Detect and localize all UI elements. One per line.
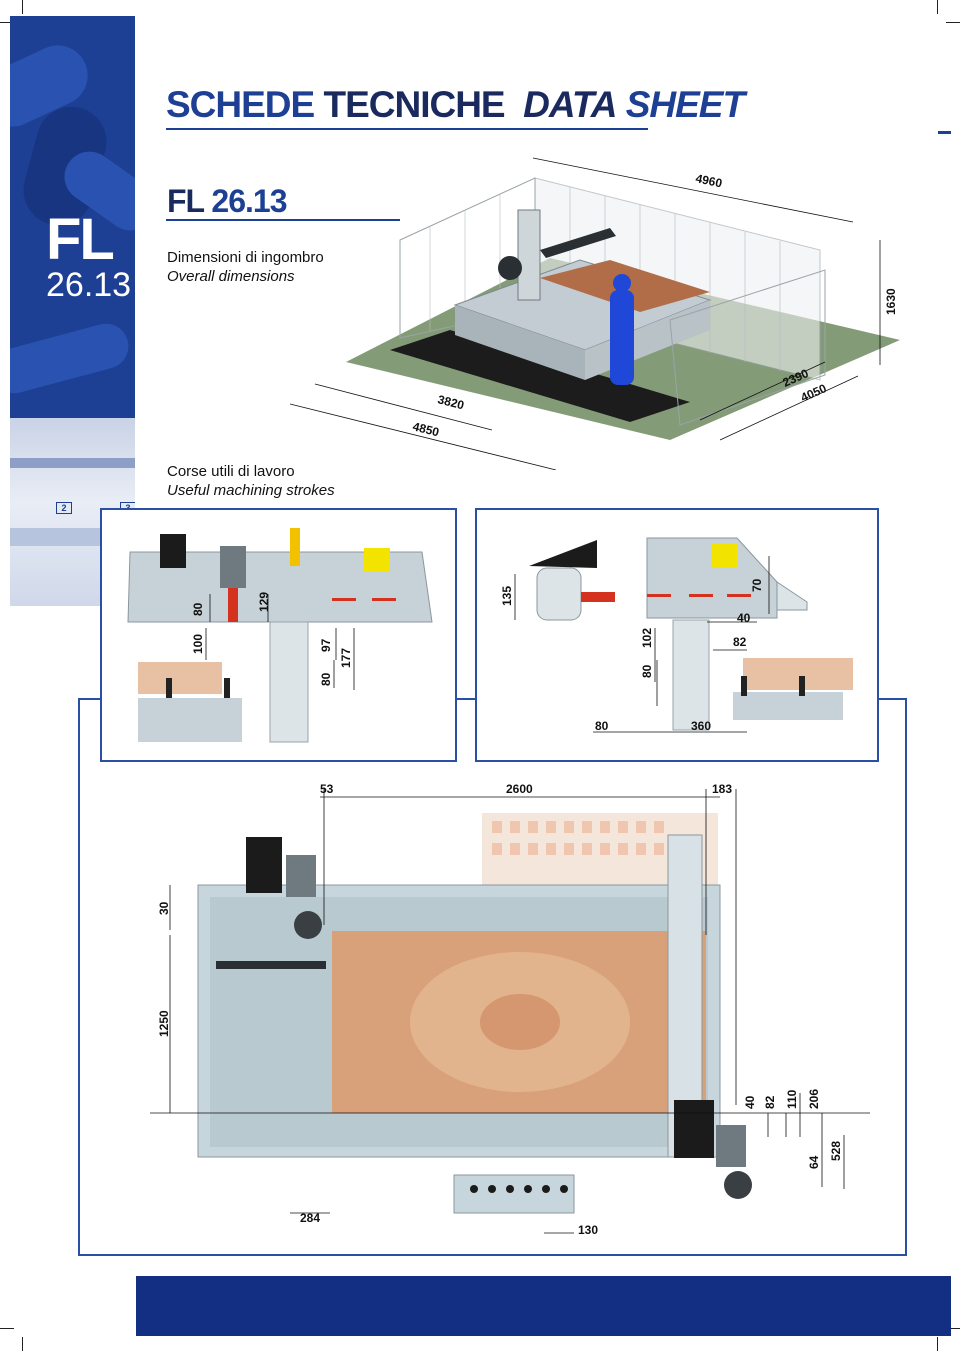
stop-bar <box>216 961 326 969</box>
title-en-1: DATA <box>523 84 617 125</box>
dim-overall-width: 4960 <box>694 171 723 190</box>
crop-mark <box>946 1328 960 1329</box>
overall-caption: Dimensioni di ingombro Overall dimension… <box>167 248 324 286</box>
model-code: FL 26.13 <box>167 183 287 220</box>
workpiece <box>138 662 222 694</box>
photo-tag: 2 <box>56 502 72 514</box>
head-unit <box>716 1125 746 1167</box>
plan-dim-top-2: 2600 <box>506 782 533 796</box>
motor-block <box>160 534 186 568</box>
right-dim-7: 80 <box>595 719 609 733</box>
plan-dim-right-3: 110 <box>785 1089 799 1109</box>
spindle-head <box>220 546 246 588</box>
workpiece <box>743 658 853 690</box>
left-dim-5: 177 <box>339 648 353 668</box>
dim-depth-outer: 4050 <box>799 381 829 405</box>
horizontal-cutter <box>581 592 615 602</box>
plan-dim-left-2: 1250 <box>157 1010 171 1037</box>
yellow-unit <box>711 544 737 568</box>
left-dim-6: 80 <box>319 672 333 686</box>
footer-bar <box>136 1276 951 1336</box>
tool-changer <box>453 1174 575 1214</box>
plan-dim-left-1: 30 <box>157 901 171 915</box>
yellow-unit <box>364 548 390 572</box>
right-dim-4: 82 <box>733 635 747 649</box>
crop-mark <box>22 0 23 14</box>
margin-tick <box>938 131 951 134</box>
right-dim-1: 135 <box>500 586 514 606</box>
title-it-1: SCHEDE <box>166 84 315 125</box>
left-detail-frame: 80 129 100 97 177 80 <box>100 508 457 762</box>
gantry-column <box>517 209 541 301</box>
plan-dim-top-3: 183 <box>712 782 732 796</box>
right-dim-5: 102 <box>640 628 654 648</box>
dim-length-outer: 4850 <box>411 419 441 439</box>
right-dim-8: 360 <box>691 719 711 733</box>
title-en-2: SHEET <box>625 84 745 125</box>
right-dim-2: 70 <box>750 578 764 592</box>
strokes-caption: Corse utili di lavoro Useful machining s… <box>167 462 335 500</box>
dim-length-inner: 3820 <box>436 392 466 412</box>
side-code-letters: FL <box>46 207 115 272</box>
title-underline <box>166 128 648 130</box>
crop-mark <box>937 0 938 14</box>
column-profile <box>269 621 309 743</box>
overall-label-en: Overall dimensions <box>167 268 295 285</box>
right-dim-3: 40 <box>737 611 751 625</box>
head-motor <box>246 837 282 893</box>
aggregate-head <box>536 567 582 621</box>
table-section <box>733 692 843 720</box>
crop-mark <box>937 1337 938 1351</box>
page-title: SCHEDE TECNICHE DATA SHEET <box>166 84 745 126</box>
plan-dim-right-2: 82 <box>763 1095 777 1109</box>
fence-front <box>669 269 826 426</box>
plan-dim-bottom-1: 284 <box>300 1211 320 1225</box>
machine-side <box>455 305 585 380</box>
plan-dim-right-4: 206 <box>807 1089 821 1109</box>
left-dim-2: 129 <box>257 592 271 612</box>
operator-figure <box>610 290 634 385</box>
plan-dim-bottom-2: 130 <box>578 1223 598 1237</box>
floor-mat <box>390 330 690 422</box>
left-dim-1: 80 <box>191 602 205 616</box>
dim-overall-height: 1630 <box>884 288 898 315</box>
carriage-body <box>127 551 433 623</box>
crop-mark <box>0 22 14 23</box>
right-detail-frame: 135 70 40 82 102 80 80 360 <box>475 508 879 762</box>
title-it-2: TECNICHE <box>323 84 505 125</box>
head-unit <box>286 855 316 897</box>
plan-view-drawing: 53 2600 183 30 1250 40 82 110 206 64 528… <box>150 782 870 1237</box>
crop-mark <box>946 22 960 23</box>
crop-mark <box>22 1337 23 1351</box>
model-letters: FL <box>167 183 205 219</box>
left-dim-3: 100 <box>191 634 205 654</box>
spindle <box>724 1171 752 1199</box>
plan-dim-top-1: 53 <box>320 782 334 796</box>
head-motor <box>674 1100 714 1158</box>
model-number: 26.13 <box>211 183 287 219</box>
hood-black <box>529 540 597 568</box>
strokes-label-en: Useful machining strokes <box>167 482 335 499</box>
cutter-tool <box>228 588 238 622</box>
right-dim-6: 80 <box>640 664 654 678</box>
spindle-motor <box>498 256 522 280</box>
column-profile <box>672 619 710 731</box>
operator-head <box>613 274 631 292</box>
plan-dim-right-6: 528 <box>829 1141 843 1161</box>
overall-label-it: Dimensioni di ingombro <box>167 249 324 266</box>
right-detail-drawing: 135 70 40 82 102 80 80 360 <box>500 537 853 733</box>
model-underline <box>166 219 400 221</box>
side-code-number: 26.13 <box>46 266 132 304</box>
overall-3d-drawing: 4960 1630 2390 4050 3820 4850 <box>289 157 900 470</box>
strokes-label-it: Corse utili di lavoro <box>167 463 295 480</box>
gantry-beam <box>540 228 616 258</box>
plan-dim-right-1: 40 <box>743 1095 757 1109</box>
crop-mark <box>0 1328 14 1329</box>
plan-dim-right-5: 64 <box>807 1155 821 1169</box>
left-detail-drawing: 80 129 100 97 177 80 <box>127 528 433 743</box>
spindle <box>294 911 322 939</box>
left-dim-4: 97 <box>319 638 333 652</box>
table-section <box>138 698 242 742</box>
yellow-unit <box>290 528 300 566</box>
